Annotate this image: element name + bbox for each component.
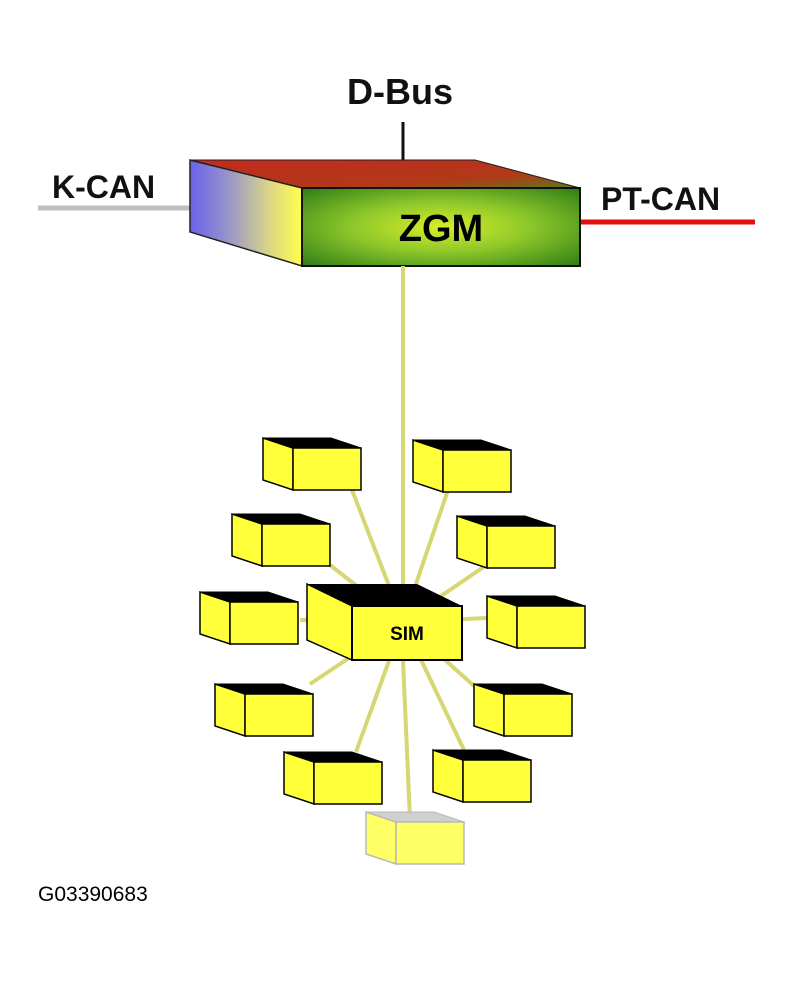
module-left-face (231, 512, 263, 568)
satellite-module (473, 682, 573, 738)
module-front-face (229, 601, 299, 645)
module-front-face (486, 525, 556, 569)
module-left-face (456, 514, 488, 570)
satellite-module (214, 682, 314, 738)
satellite-module (486, 594, 586, 650)
sim-front-face (351, 605, 463, 661)
module-left-face (473, 682, 505, 738)
zgm-box: ZGM (189, 159, 581, 268)
module-front-face (292, 447, 362, 491)
satellite-module (412, 438, 512, 494)
module-left-face (214, 682, 246, 738)
module-front-face (244, 693, 314, 737)
module-left-face (412, 438, 444, 494)
module-left-face (262, 436, 294, 492)
satellite-modules (199, 436, 586, 866)
d-bus-label: D-Bus (347, 71, 453, 112)
module-left-face (199, 590, 231, 646)
star-link-highlighted (401, 659, 412, 821)
pt-can-label: PT-CAN (601, 181, 720, 217)
module-front-face (503, 693, 573, 737)
satellite-module-highlighted (365, 810, 465, 866)
figure-id: G03390683 (38, 883, 148, 906)
k-can-label: K-CAN (52, 169, 155, 205)
module-front-face (261, 523, 331, 567)
sim-module: SIM (306, 582, 463, 662)
satellite-module (283, 750, 383, 806)
satellite-module (456, 514, 556, 570)
module-front-face (442, 449, 512, 493)
module-front-face (313, 761, 383, 805)
sim-top-face (307, 584, 462, 606)
module-left-face (486, 594, 518, 650)
module-front-face (516, 605, 586, 649)
zgm-label: ZGM (399, 208, 483, 250)
satellite-module (231, 512, 331, 568)
sim-label: SIM (390, 624, 424, 645)
zgm-front-face (301, 187, 581, 267)
satellite-module (262, 436, 362, 492)
satellite-module (432, 748, 532, 804)
module-left-face (432, 748, 464, 804)
module-left-face (283, 750, 315, 806)
module-front-face (462, 759, 532, 803)
module-front-face (395, 821, 465, 865)
module-left-face (365, 810, 397, 866)
satellite-module (199, 590, 299, 646)
